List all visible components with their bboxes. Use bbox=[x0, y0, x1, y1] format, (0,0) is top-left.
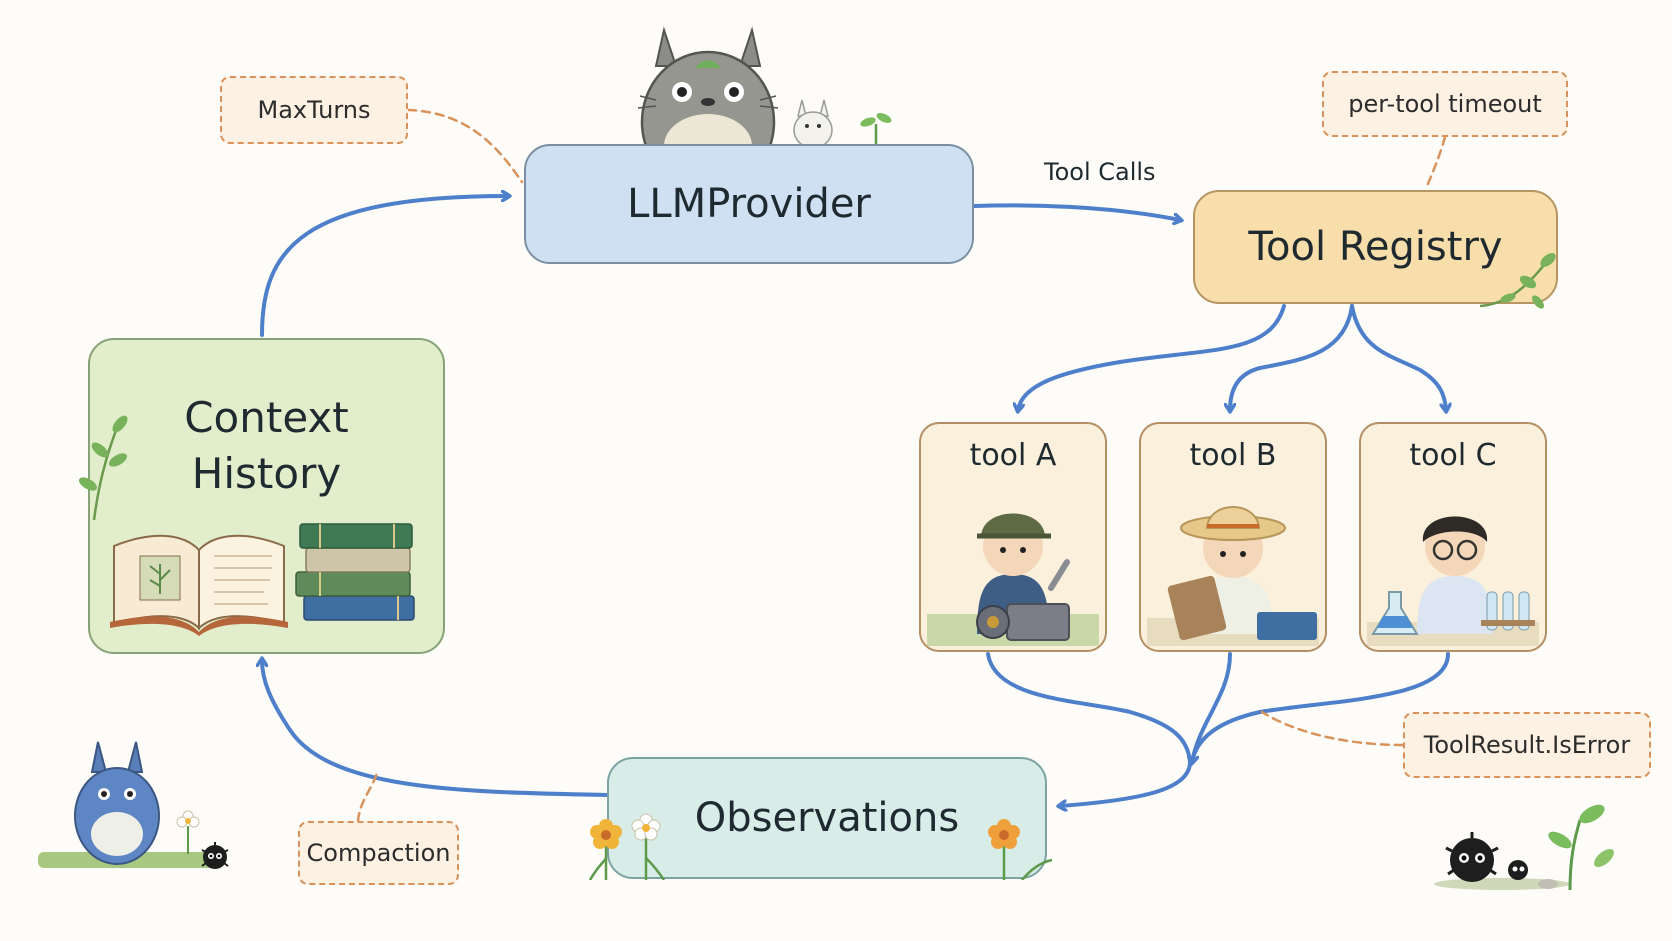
tool-a-node: tool A bbox=[919, 422, 1107, 652]
arrow-tool-c-merge bbox=[1192, 652, 1450, 762]
clipboard-child-icon bbox=[1147, 506, 1319, 646]
sprout-icon bbox=[1538, 804, 1614, 890]
observations-node: Observations bbox=[607, 757, 1047, 879]
arrow-tool-a-merge bbox=[986, 652, 1192, 764]
context-history-node: Context History bbox=[78, 338, 445, 654]
soot-sprite-icon bbox=[201, 842, 229, 869]
arrow-registry-to-tool-b bbox=[1230, 304, 1354, 410]
tool-a-label: tool A bbox=[969, 438, 1057, 473]
tool-calls-edge-label: Tool Calls bbox=[1044, 158, 1156, 186]
arrow-registry-to-tool-c bbox=[1350, 304, 1446, 410]
vine-icon bbox=[1479, 253, 1556, 309]
arrow-tool-calls bbox=[972, 203, 1180, 220]
tool-b-node: tool B bbox=[1139, 422, 1327, 652]
compaction-label: Compaction bbox=[306, 839, 451, 867]
leader-compaction bbox=[356, 768, 380, 823]
mechanic-child-icon bbox=[927, 513, 1099, 646]
soot-sprite-icon bbox=[1434, 832, 1570, 890]
leader-maxturns bbox=[406, 108, 524, 184]
tool-registry-node: Tool Registry bbox=[1193, 190, 1558, 304]
scientist-child-icon bbox=[1367, 516, 1539, 646]
per-tool-timeout-label: per-tool timeout bbox=[1348, 90, 1542, 118]
max-turns-note: MaxTurns bbox=[220, 76, 408, 144]
llm-provider-node: LLMProvider bbox=[524, 144, 974, 264]
blue-totoro-icon bbox=[38, 741, 214, 868]
flower-icon bbox=[988, 819, 1053, 880]
sprout-icon bbox=[860, 113, 892, 144]
book-stack-icon bbox=[295, 523, 415, 621]
tool-c-label: tool C bbox=[1409, 438, 1497, 473]
leader-toolresult bbox=[1260, 710, 1405, 747]
tool-result-error-label: ToolResult.IsError bbox=[1423, 731, 1631, 759]
leafy-branch-icon bbox=[78, 415, 128, 520]
context-history-label: Context History bbox=[184, 393, 349, 498]
tool-result-error-note: ToolResult.IsError bbox=[1403, 712, 1651, 778]
compaction-note: Compaction bbox=[298, 821, 459, 885]
observations-label: Observations bbox=[694, 795, 960, 841]
arrow-merge-to-observations bbox=[1060, 760, 1192, 806]
flower-icon bbox=[588, 813, 666, 880]
tool-c-node: tool C bbox=[1359, 422, 1547, 652]
per-tool-timeout-note: per-tool timeout bbox=[1322, 71, 1568, 137]
llm-provider-label: LLMProvider bbox=[627, 181, 871, 227]
leader-timeout bbox=[1424, 135, 1447, 190]
max-turns-label: MaxTurns bbox=[257, 96, 371, 124]
arrow-registry-to-tool-a bbox=[1018, 304, 1286, 410]
arrow-context-to-llm bbox=[260, 196, 508, 337]
arrow-observations-to-context bbox=[262, 660, 609, 797]
tool-registry-label: Tool Registry bbox=[1248, 224, 1503, 270]
open-book-icon bbox=[110, 534, 288, 636]
tool-b-label: tool B bbox=[1189, 438, 1277, 473]
chibi-totoro-icon bbox=[793, 99, 833, 144]
totoro-icon bbox=[637, 26, 779, 148]
